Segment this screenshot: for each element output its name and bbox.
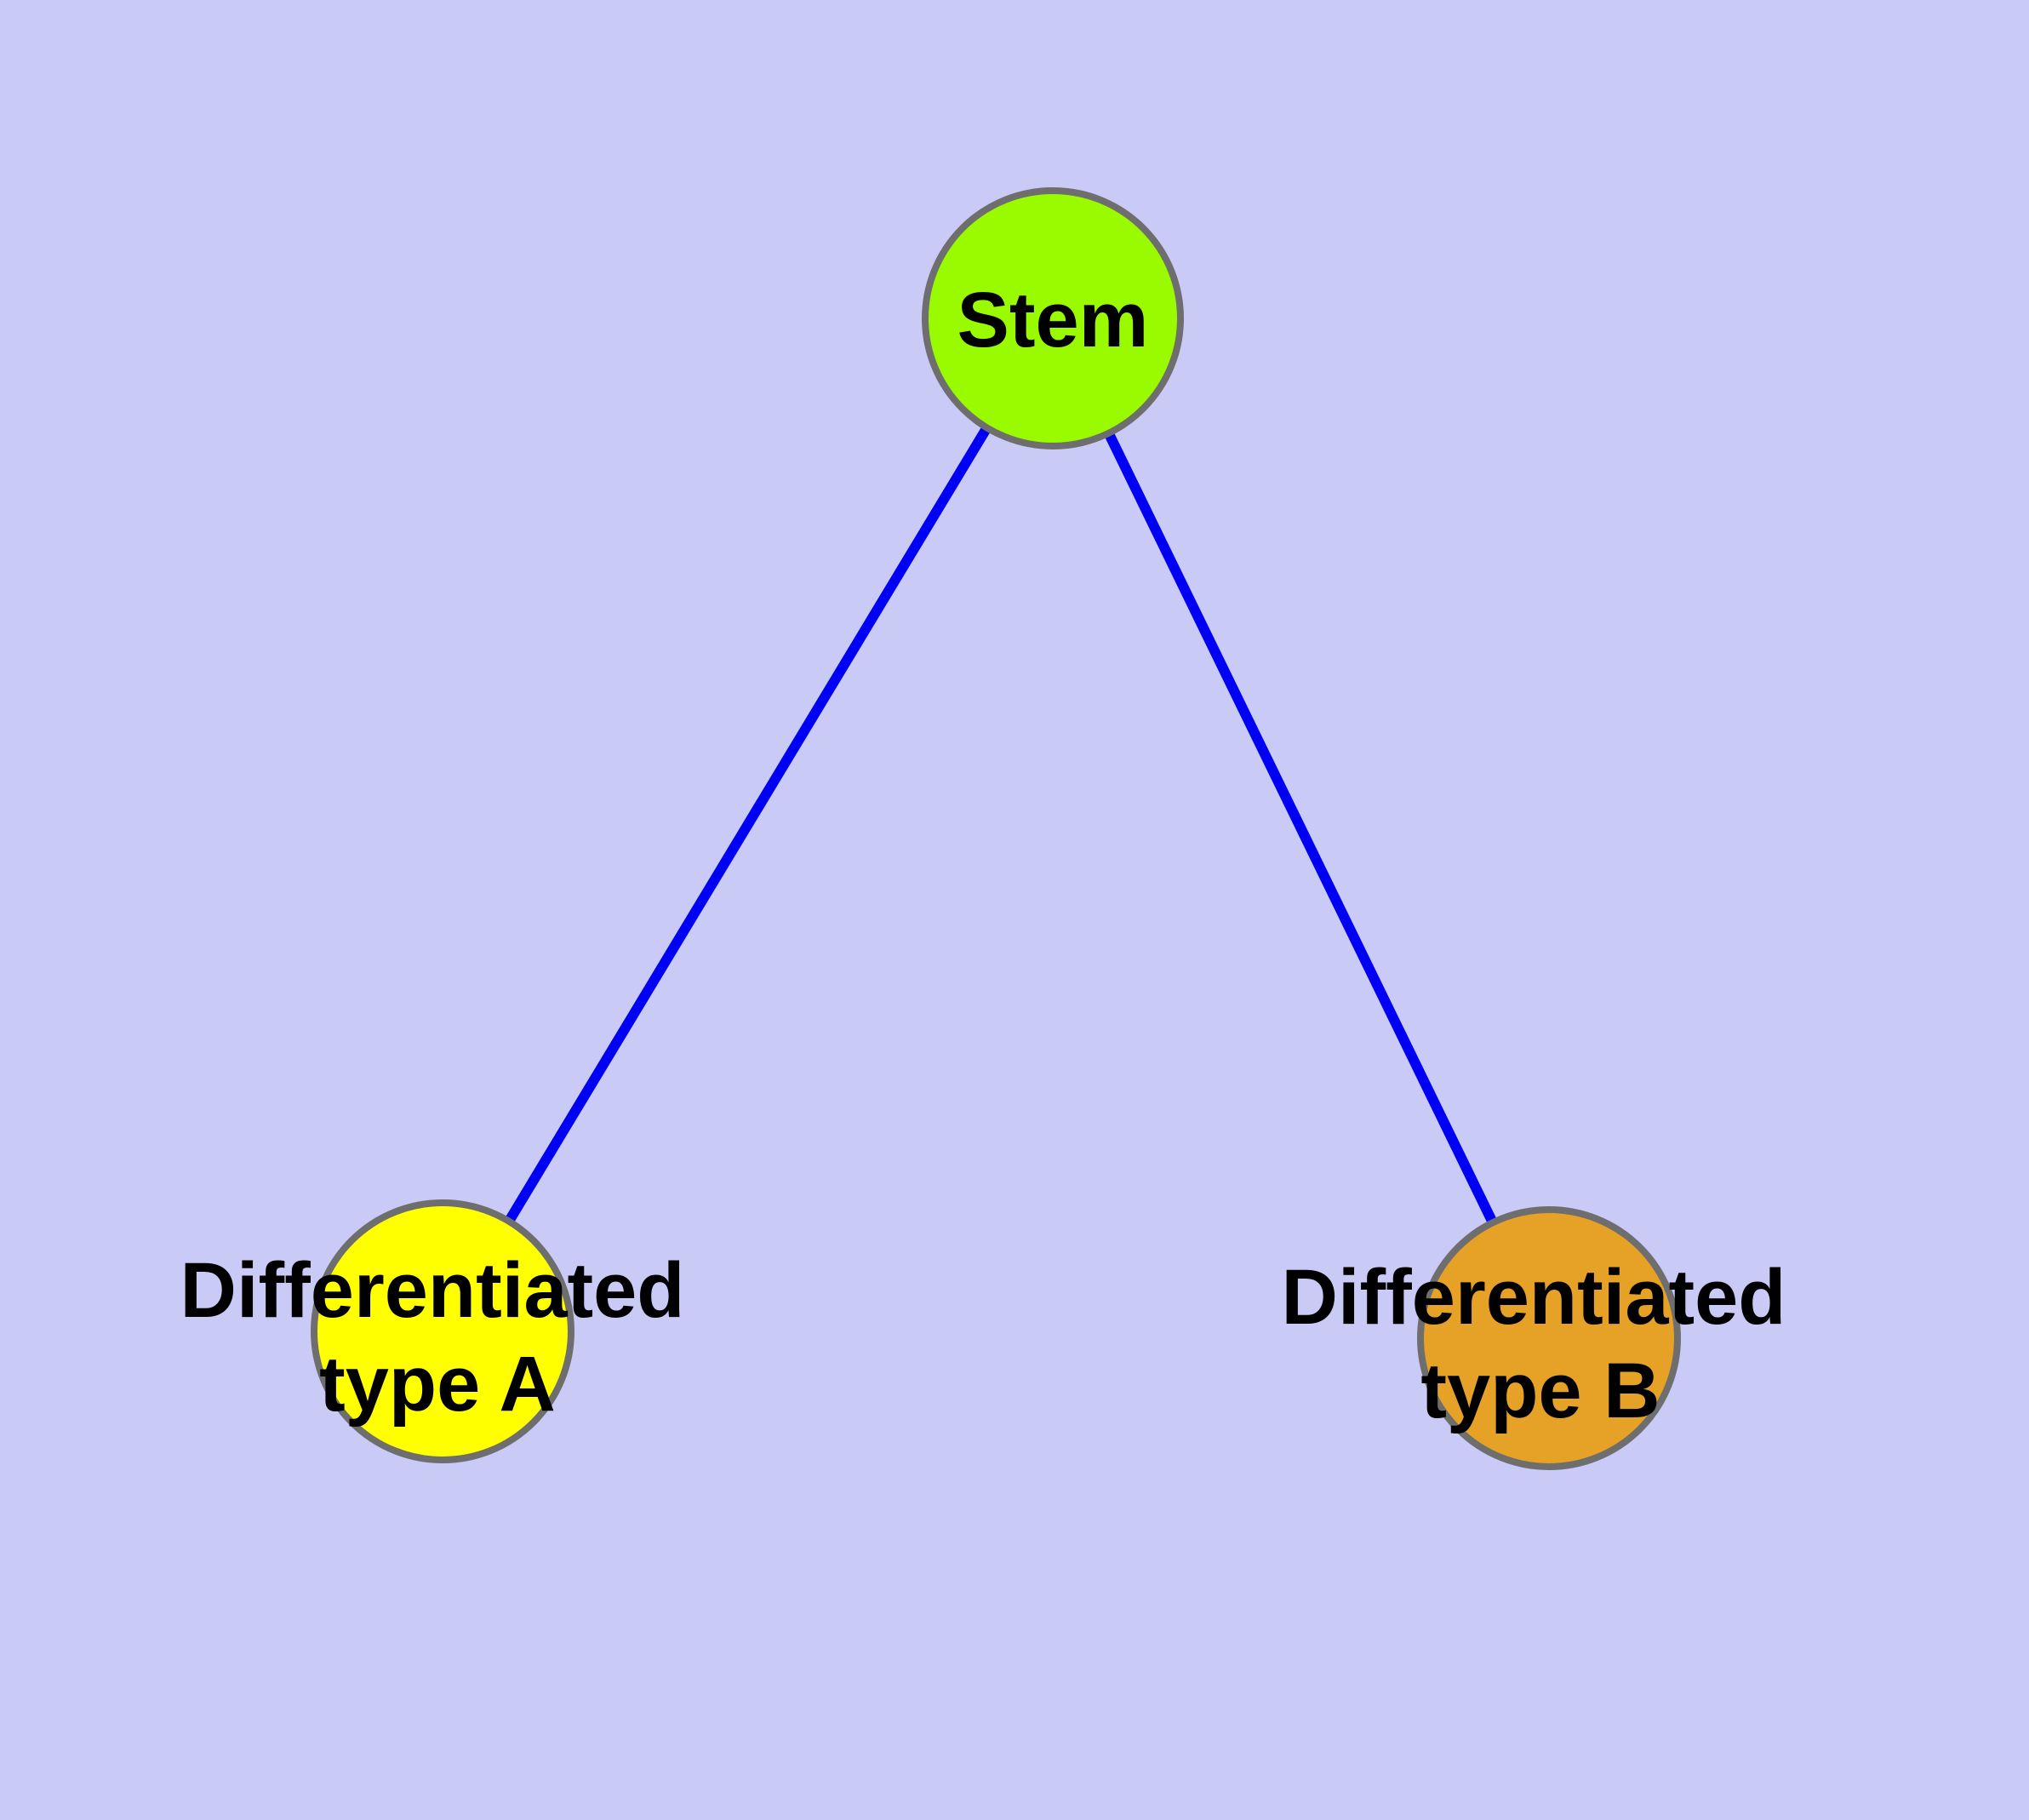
node-stem-label: Stem: [957, 277, 1149, 363]
node-type-b-circle: [1417, 1206, 1681, 1470]
edge-stem-to-type-b: [1048, 316, 1554, 1341]
node-type-a-label-line2: type A: [319, 1341, 556, 1428]
edge-layer: [437, 315, 1554, 1341]
node-type-a-circle: [311, 1199, 574, 1463]
node-type-b-label-line2: type B: [1420, 1348, 1660, 1434]
node-type-a-label-line1: Differentiated: [180, 1247, 685, 1334]
edge-stem-to-type-a: [437, 315, 1058, 1335]
node-type-b-label-line1: Differentiated: [1282, 1254, 1786, 1341]
node-stem-circle: [922, 187, 1184, 449]
node-differentiated-type-a: Differentiated type A: [180, 1199, 685, 1463]
node-stem: Stem: [922, 187, 1184, 449]
node-differentiated-type-b: Differentiated type B: [1282, 1206, 1786, 1470]
